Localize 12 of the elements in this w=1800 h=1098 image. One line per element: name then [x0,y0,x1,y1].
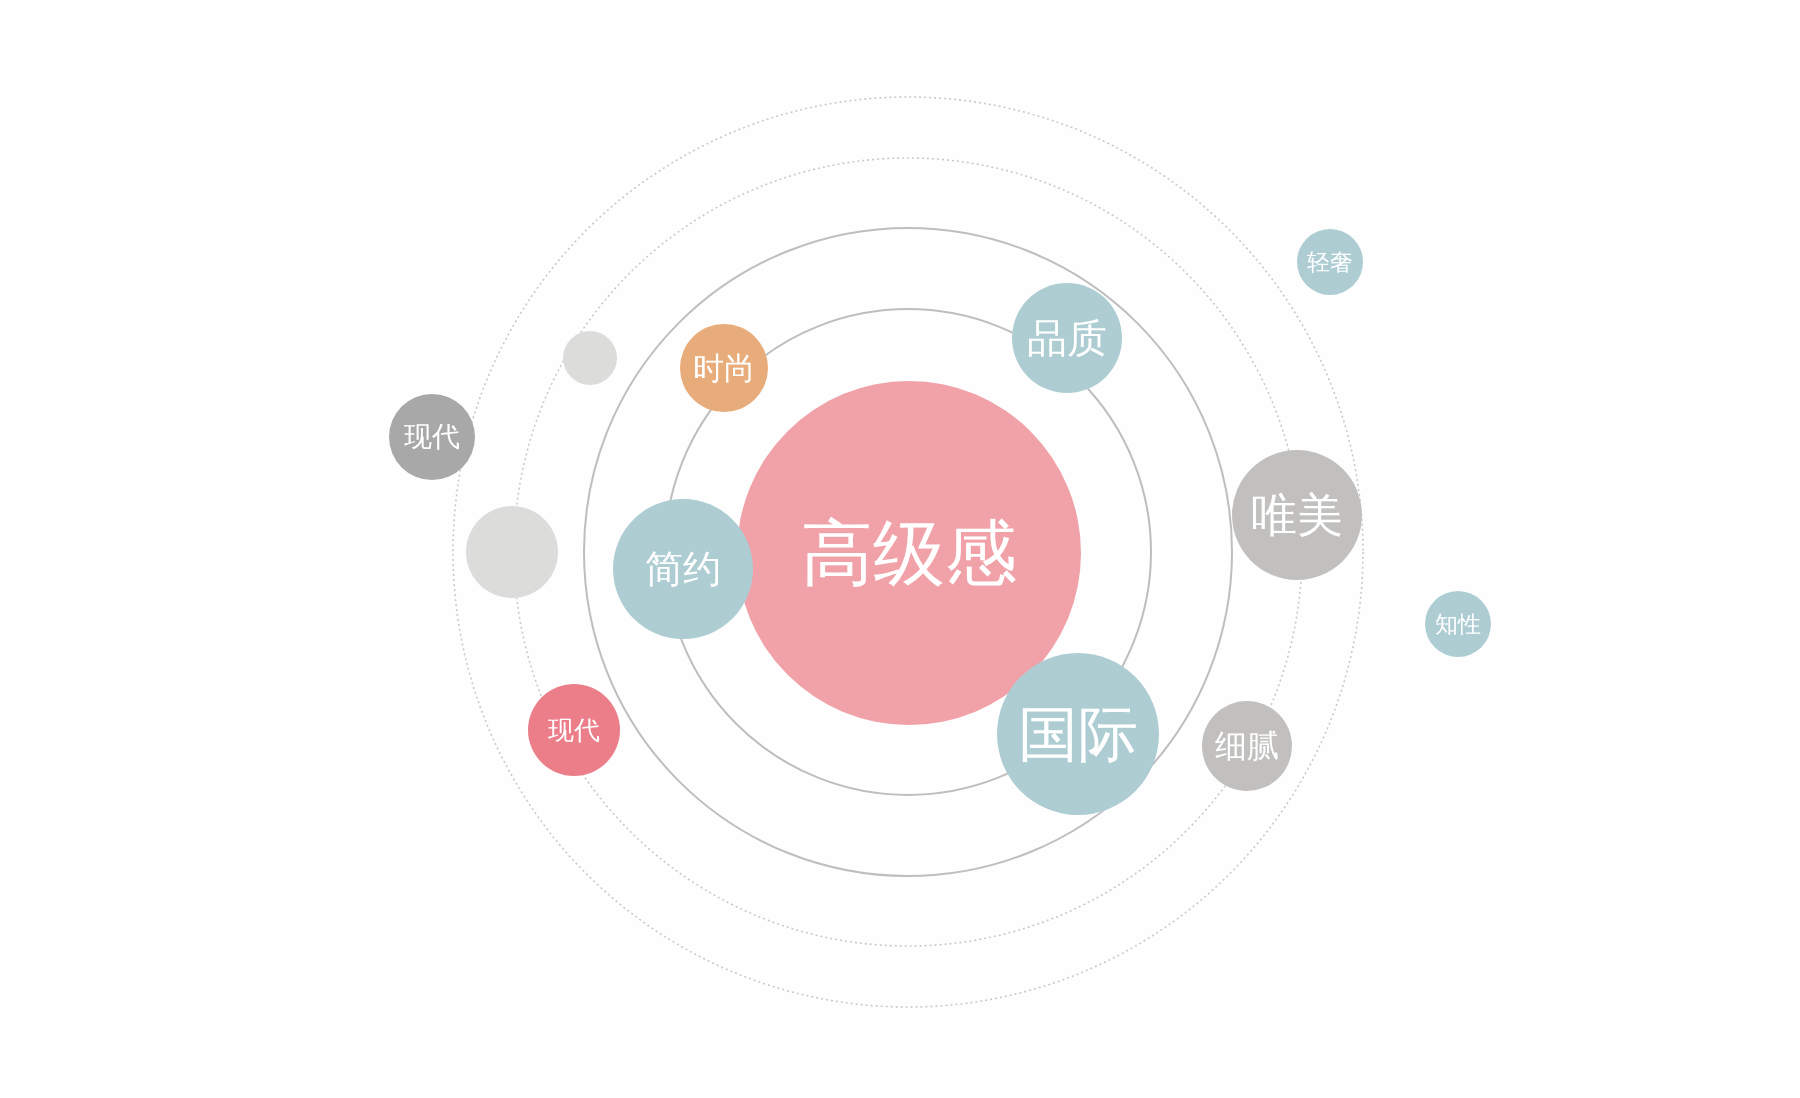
keyword-text: 时尚 [693,352,755,384]
blank-bubble [563,331,617,385]
keyword-text: 简约 [645,550,721,588]
keyword-text: 现代 [548,717,600,743]
keyword-text: 轻奢 [1307,250,1353,274]
keyword-text: 细腻 [1215,730,1279,762]
keyword-text: 唯美 [1251,492,1343,538]
keyword-text: 品质 [1027,318,1107,358]
keyword-text: 国际 [1018,704,1138,764]
keyword-text: 知性 [1435,612,1481,636]
keyword-text: 现代 [404,423,460,451]
keyword-text: 高级感 [801,517,1017,589]
